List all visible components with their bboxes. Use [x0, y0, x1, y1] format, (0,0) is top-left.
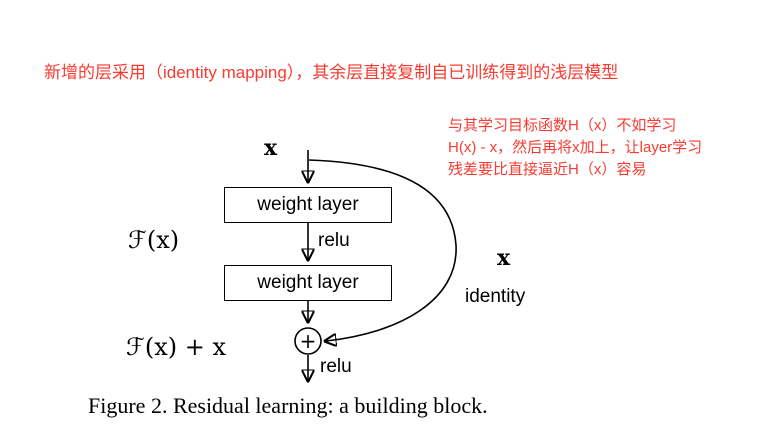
relu-out-label: relu [320, 356, 352, 377]
output-sum-label: ℱ(x) + x [126, 333, 227, 361]
annotation-side-note-line3: 残差要比直接逼近H（x）容易 [448, 161, 647, 178]
weight-layer-1-box: weight layer [224, 187, 392, 223]
input-x-label: x [264, 135, 278, 161]
addition-circle [294, 327, 322, 355]
identity-x-label: x [497, 245, 511, 271]
plus-icon: + [300, 329, 317, 353]
weight-layer-2-box: weight layer [224, 265, 392, 301]
annotation-side-note-line1: 与其学习目标函数H（x）不如学习 [448, 117, 677, 134]
skip-connection-curve [308, 159, 457, 341]
identity-label: identity [465, 286, 526, 307]
relu-mid-label: relu [318, 230, 350, 251]
residual-function-label: ℱ(x) [128, 226, 180, 254]
annotation-side-note: 与其学习目标函数H（x）不如学习 H(x) - x，然后再将x加上，让layer… [448, 115, 702, 181]
weight-layer-2-label: weight layer [257, 272, 359, 293]
annotation-top-note: 新增的层采用（identity mapping），其余层直接复制自已训练得到的浅… [44, 63, 619, 82]
figure-caption: Figure 2. Residual learning: a building … [88, 393, 488, 418]
weight-layer-1-label: weight layer [257, 194, 359, 215]
annotation-side-note-line2: H(x) - x，然后再将x加上，让layer学习 [448, 139, 703, 156]
